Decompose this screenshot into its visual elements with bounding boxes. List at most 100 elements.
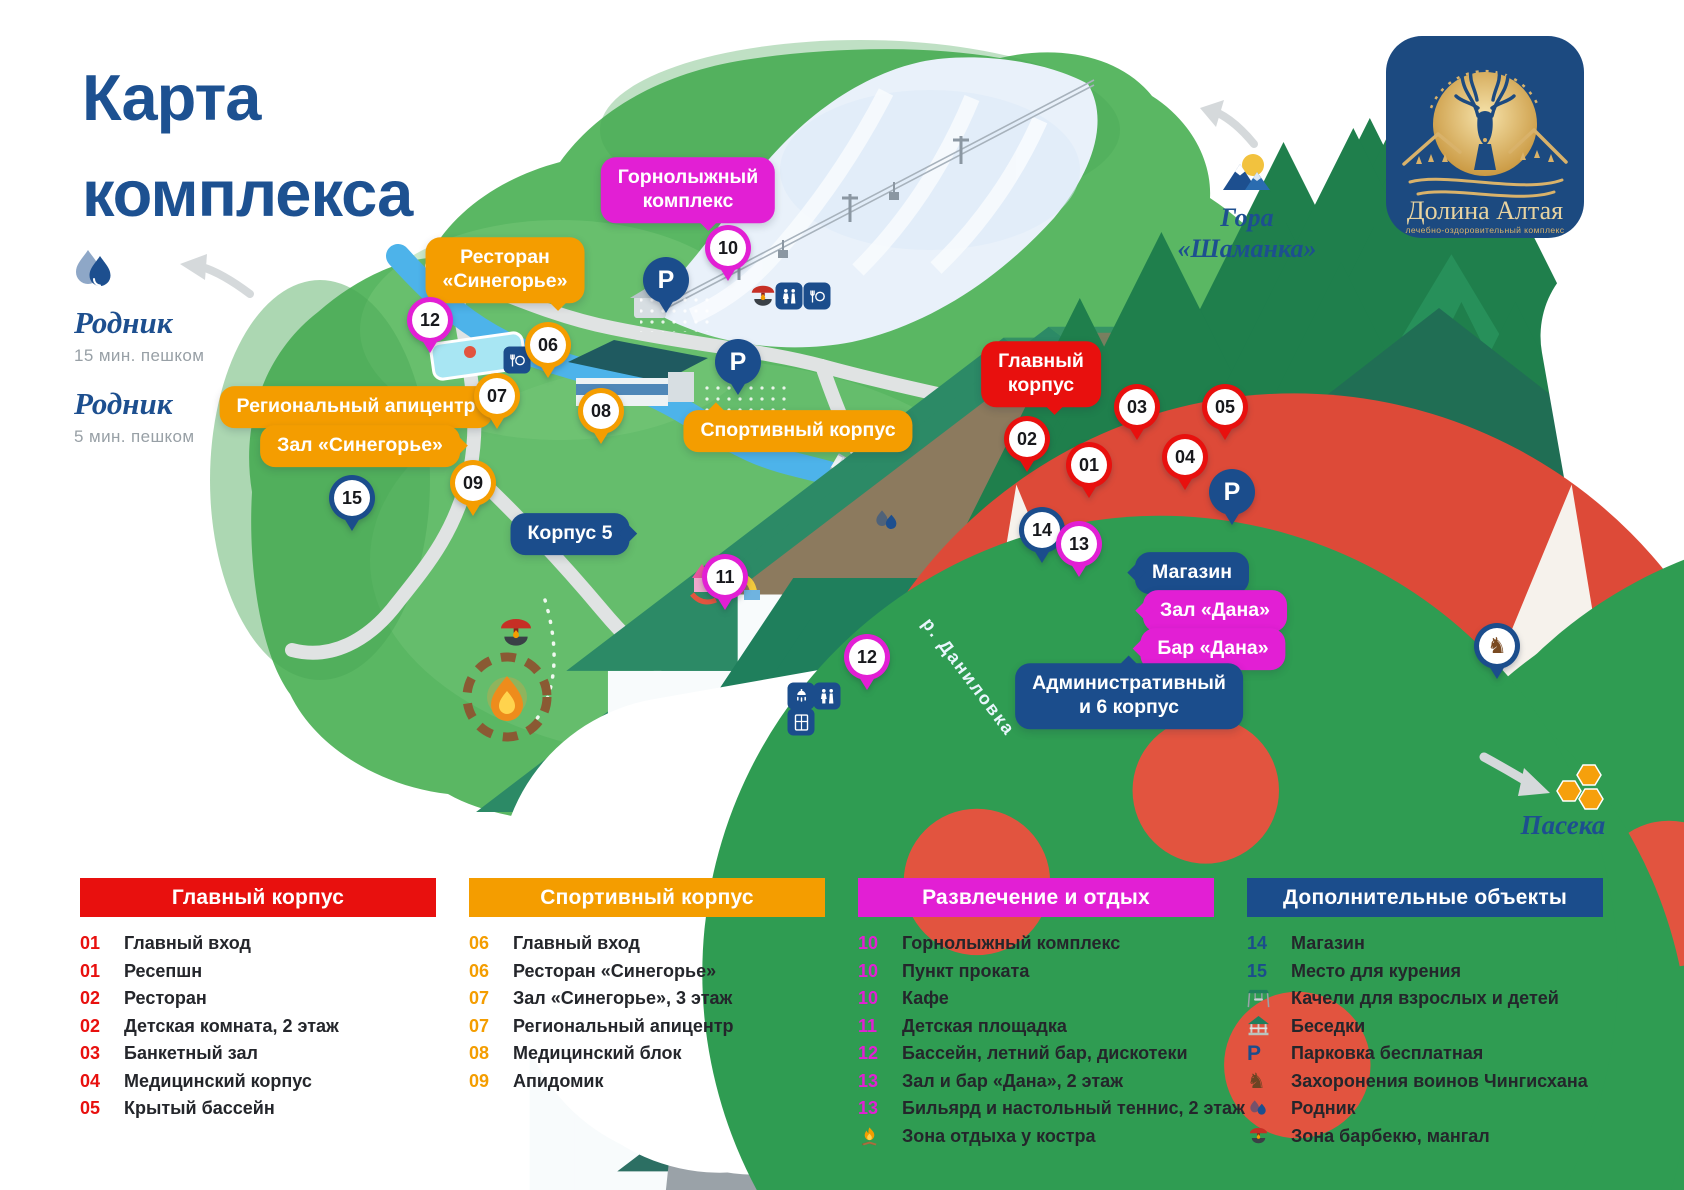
legend-item-label: Ресепшн: [124, 960, 203, 981]
legend-item-number: 14: [1247, 933, 1268, 954]
deer-logo-icon: Долина Алтая лечебно-оздоровительный ком…: [1402, 68, 1568, 235]
map-pin-13: 13: [1056, 521, 1102, 567]
shower-icon: [787, 682, 815, 710]
legend-item-number: 15: [1247, 960, 1268, 981]
water-drop-icon: [76, 250, 111, 287]
direction-arrows: [180, 100, 1550, 796]
locker-icon: [787, 708, 815, 736]
legend-column-title: Спортивный корпус: [469, 878, 825, 917]
spring-block-5min: Родник 5 мин. пешком: [74, 380, 194, 447]
logo-subtitle-svg: лечебно-оздоровительный комплекс: [1405, 225, 1564, 235]
legend-item: Родник: [1247, 1095, 1603, 1123]
spring-name: Родник: [74, 305, 173, 340]
swing-icon: [1247, 987, 1291, 1010]
legend-item-number: 06: [469, 960, 490, 981]
resort-logo: Долина Алтая лечебно-оздоровительный ком…: [1386, 36, 1584, 238]
legend-item: 04 Медицинский корпус: [80, 1068, 436, 1096]
legend-item-number: 04: [80, 1070, 101, 1091]
legend-item: 13 Бильярд и настольный теннис, 2 этаж: [858, 1095, 1245, 1123]
legend-item-label: Горнолыжный комплекс: [902, 933, 1121, 954]
legend-column-title: Дополнительные объекты: [1247, 878, 1603, 917]
legend-item: ♞Захоронения воинов Чингисхана: [1247, 1068, 1603, 1096]
legend-item-label: Кафе: [902, 988, 949, 1009]
spring-walk-time: 5 мин. пешком: [74, 427, 195, 446]
legend-item: 08 Медицинский блок: [469, 1040, 825, 1068]
legend-item-number: 10: [858, 933, 879, 954]
legend-item-number: 01: [80, 960, 101, 981]
callout-sport-corpus: Спортивный корпус: [683, 410, 913, 452]
legend-item: 01 Ресепшн: [80, 958, 436, 986]
legend-item-label: Родник: [1291, 1098, 1356, 1119]
map-pin-07: 07: [474, 373, 520, 419]
map-pin-09: 09: [450, 460, 496, 506]
legend-item-label: Зона барбекю, мангал: [1291, 1125, 1490, 1146]
legend-item-label: Качели для взрослых и детей: [1291, 988, 1559, 1009]
mountain-label: Гора «Шаманка»: [1177, 203, 1317, 263]
legend-item: 06 Ресторан «Синегорье»: [469, 958, 825, 986]
mountain-icon: [1223, 154, 1270, 190]
legend-item-number: 13: [858, 1070, 879, 1091]
legend-item-label: Региональный апицентр: [513, 1015, 734, 1036]
callout-hall-sinegorye: Зал «Синегорье»: [260, 425, 460, 467]
spring-icon: [1247, 1097, 1291, 1120]
legend-item-label: Парковка бесплатная: [1291, 1043, 1484, 1064]
legend-item-number: 06: [469, 933, 490, 954]
spring-walk-time: 15 мин. пешком: [74, 346, 205, 365]
legend-item-label: Захоронения воинов Чингисхана: [1291, 1070, 1588, 1091]
legend-item: Зона отдыха у костра: [858, 1123, 1214, 1151]
legend-item-label: Бильярд и настольный теннис, 2 этаж: [902, 1098, 1245, 1119]
callout-restaurant-sinegorye: Ресторан «Синегорье»: [425, 237, 585, 303]
callout-admin-corpus: Административный и 6 корпус: [1015, 663, 1243, 729]
callout-regional-apicenter: Региональный апицентр: [219, 386, 493, 428]
legend-item-number: 08: [469, 1043, 490, 1064]
map-pin-02: 02: [1004, 416, 1050, 462]
map-pin-03: 03: [1114, 384, 1160, 430]
legend-item-label: Апидомик: [513, 1070, 604, 1091]
legend-column-title: Главный корпус: [80, 878, 436, 917]
legend-item-label: Магазин: [1291, 933, 1365, 954]
callout-main-corpus: Главный корпус: [981, 341, 1101, 407]
legend-item-label: Банкетный зал: [124, 1043, 258, 1064]
map-pin-11: 11: [702, 554, 748, 600]
map-pin-P: P: [1209, 469, 1255, 515]
legend-item-label: Медицинский блок: [513, 1043, 682, 1064]
map-pin-15: 15: [329, 475, 375, 521]
honeycomb-icon: [1556, 764, 1604, 810]
legend-item: 13 Зал и бар «Дана», 2 этаж: [858, 1068, 1214, 1096]
legend-item-label: Главный вход: [124, 933, 251, 954]
legend-item: 01 Главный вход: [80, 930, 436, 958]
callout-ski-complex: Горнолыжный комплекс: [600, 157, 776, 223]
legend-item-number: 07: [469, 1015, 490, 1036]
map-pin-06: 06: [525, 322, 571, 368]
legend-item-label: Медицинский корпус: [124, 1070, 312, 1091]
legend-item-number: 01: [80, 933, 101, 954]
campfire-area: [462, 652, 552, 742]
legend-item-label: Ресторан: [124, 988, 207, 1009]
map-pin-08: 08: [578, 388, 624, 434]
legend-item-label: Бассейн, летний бар, дискотеки: [902, 1043, 1188, 1064]
legend-item: 07 Региональный апицентр: [469, 1013, 825, 1041]
legend-item-label: Зал и бар «Дана», 2 этаж: [902, 1070, 1123, 1091]
legend-item-label: Детская комната, 2 этаж: [124, 1015, 339, 1036]
bbq-icon: [496, 614, 536, 654]
legend-item-label: Ресторан «Синегорье»: [513, 960, 717, 981]
legend-item-label: Крытый бассейн: [124, 1098, 275, 1119]
logo-title-svg: Долина Алтая: [1407, 196, 1563, 225]
legend-item-label: Детская площадка: [902, 1015, 1067, 1036]
legend-item: Беседки: [1247, 1013, 1603, 1041]
legend-item-number: 13: [858, 1098, 879, 1119]
legend-item: Зона барбекю, мангал: [1247, 1123, 1603, 1151]
